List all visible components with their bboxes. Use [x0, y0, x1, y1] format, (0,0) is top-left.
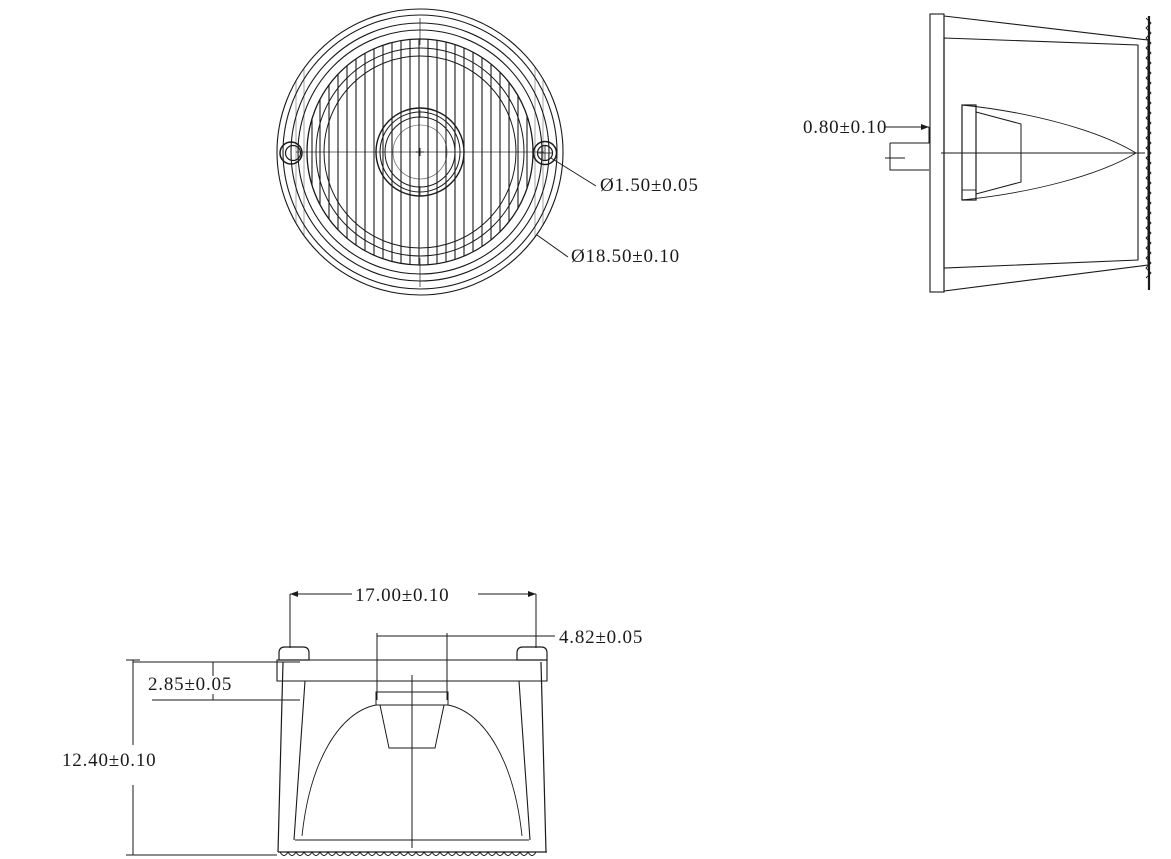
side-view	[885, 13, 1152, 293]
side-view-collimator-cone	[975, 111, 1022, 195]
top-view-outer-hatch	[295, 50, 544, 258]
top-view-ring-outer-1	[276, 8, 564, 296]
side-view-reflector-curve-upper	[961, 104, 1137, 154]
section-view-top-plate	[276, 659, 548, 682]
dimension-flange-thickness: 0.80±0.10	[803, 117, 887, 138]
arrow-width-right	[528, 591, 536, 597]
side-view-textured-edge-teeth	[1145, 17, 1152, 279]
section-view-wall-inner-left	[293, 680, 306, 841]
leader-outer-diameter	[536, 234, 569, 258]
section-view-wall-outer-right	[540, 661, 547, 853]
side-view-reflector-curve-lower	[961, 152, 1137, 201]
dimension-overall-height: 12.40±0.10	[62, 750, 156, 771]
section-view-tab-right	[516, 646, 548, 661]
section-view-wall-inner-right	[518, 680, 531, 841]
dimension-outer-diameter: Ø18.50±0.10	[571, 246, 680, 267]
leader-pin-hole-diameter	[550, 157, 597, 187]
leader-flange-thickness	[885, 124, 930, 171]
section-view-tab-left	[278, 646, 310, 661]
section-view-bottom-serration	[279, 851, 537, 856]
dimension-step-height: 2.85±0.05	[148, 674, 232, 695]
section-view	[126, 591, 555, 856]
dimension-cavity-width: 4.82±0.05	[559, 627, 643, 648]
dimension-line-overall-width	[289, 591, 537, 648]
section-view-reflector-right	[447, 704, 523, 837]
side-view-inner-wall	[943, 37, 1139, 269]
dimension-line-step-height	[133, 661, 300, 701]
section-view-reflector-left	[301, 704, 377, 837]
section-view-cavity-top	[375, 691, 449, 706]
dimension-pin-hole-diameter: Ø1.50±0.05	[600, 175, 699, 196]
dimension-line-overall-height	[126, 659, 277, 856]
dimension-overall-width: 17.00±0.10	[355, 585, 449, 606]
section-view-wall-outer-left	[277, 661, 284, 853]
arrow-width-left	[290, 591, 298, 597]
dimension-line-cavity-width	[376, 633, 555, 700]
arrow-flange-thickness	[921, 124, 929, 130]
top-view-pin-hole-right	[532, 140, 558, 166]
top-view-pin-hole-left	[279, 141, 303, 165]
